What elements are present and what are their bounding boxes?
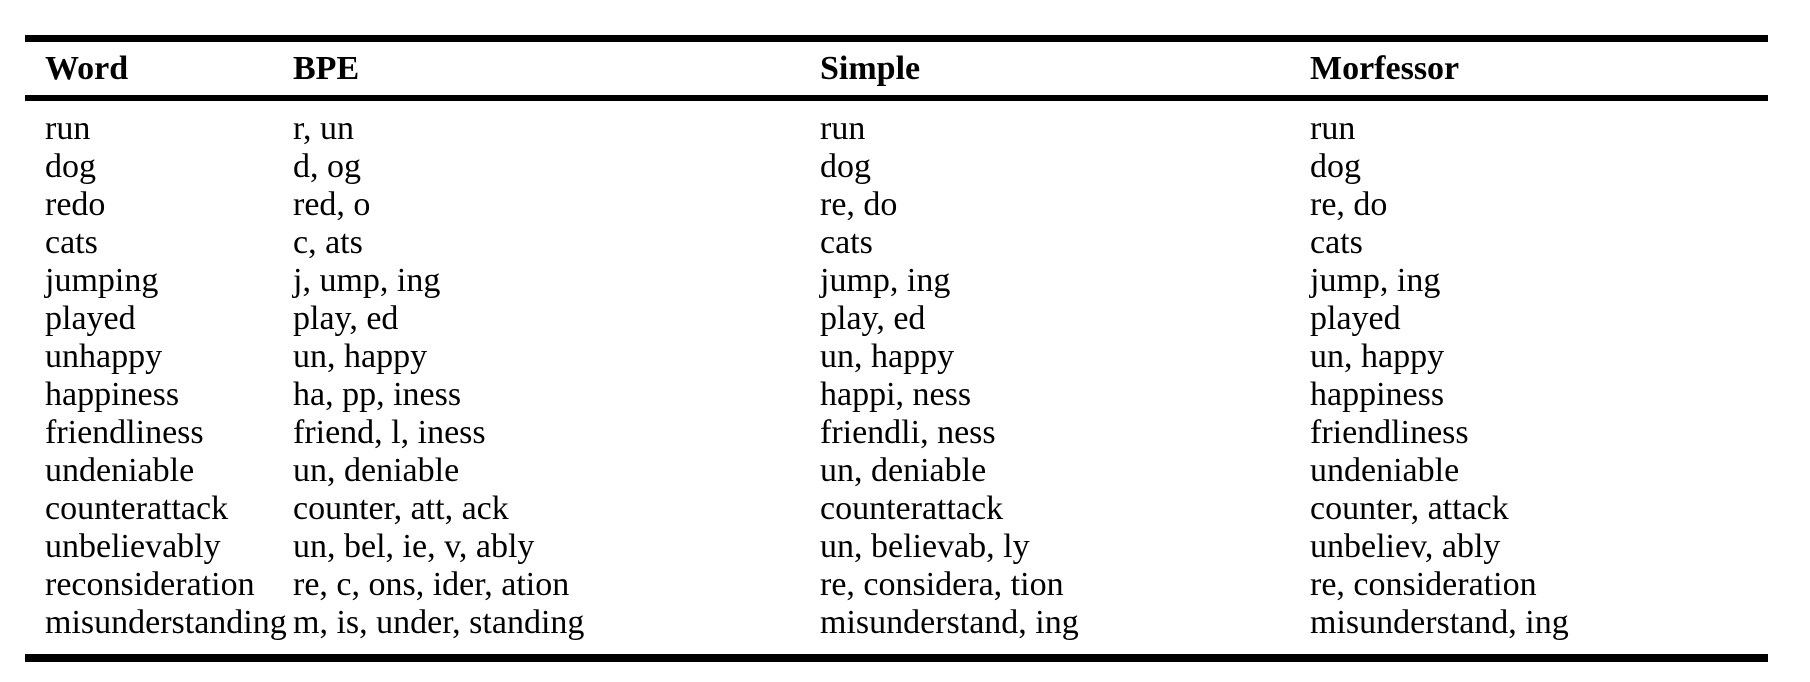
table-row: unhappy un, happy un, happy un, happy (25, 338, 1768, 376)
cell-morfessor: played (1310, 300, 1401, 337)
cell-bpe: friend, l, iness (293, 414, 486, 451)
cell-simple: un, believab, ly (820, 528, 1030, 565)
table-row: cats c, ats cats cats (25, 224, 1768, 262)
cell-bpe: ha, pp, iness (293, 376, 462, 413)
cell-bpe: d, og (293, 148, 361, 185)
cell-bpe: red, o (293, 186, 371, 223)
cell-morfessor: re, do (1310, 186, 1388, 223)
cell-word: cats (45, 224, 98, 261)
cell-simple: happi, ness (820, 376, 972, 413)
cell-simple: re, considera, tion (820, 566, 1064, 603)
cell-simple: run (820, 110, 866, 147)
cell-simple: cats (820, 224, 873, 261)
cell-bpe: m, is, under, standing (293, 604, 585, 641)
cell-simple: play, ed (820, 300, 926, 337)
cell-word: reconsideration (45, 566, 255, 603)
cell-word: friendliness (45, 414, 204, 451)
cell-simple: counterattack (820, 490, 1004, 527)
table-row: redo red, o re, do re, do (25, 186, 1768, 224)
column-header-morfessor: Morfessor (1310, 49, 1460, 87)
header-row: Word BPE Simple Morfessor (25, 39, 1768, 98)
cell-simple: jump, ing (820, 262, 951, 299)
cell-bpe: un, happy (293, 338, 428, 375)
table-row: jumping j, ump, ing jump, ing jump, ing (25, 262, 1768, 300)
table-row: dog d, og dog dog (25, 148, 1768, 186)
column-header-simple: Simple (820, 49, 921, 87)
cell-word: unbelievably (45, 528, 221, 565)
table-row: undeniable un, deniable un, deniable undeni… (25, 452, 1768, 490)
cell-morfessor: dog (1310, 148, 1361, 185)
cell-simple: un, happy (820, 338, 955, 375)
table-row: run r, un run run (25, 98, 1768, 148)
table-row: unbelievably un, bel, ie, v, ably un, beli… (25, 528, 1768, 566)
cell-word: happiness (45, 376, 180, 413)
cell-morfessor: misunderstand, ing (1310, 604, 1569, 641)
cell-morfessor: counter, attack (1310, 490, 1509, 527)
cell-word: run (45, 110, 91, 147)
cell-word: dog (45, 148, 96, 185)
table-row: happiness ha, pp, iness happi, ness happine… (25, 376, 1768, 414)
cell-bpe: counter, att, ack (293, 490, 509, 527)
cell-bpe: r, un (293, 110, 354, 147)
column-header-bpe: BPE (293, 49, 360, 87)
table-row: reconsideration re, c, ons, ider, ation re… (25, 566, 1768, 604)
cell-bpe: j, ump, ing (293, 262, 441, 299)
cell-word: undeniable (45, 452, 195, 489)
cell-morfessor: re, consideration (1310, 566, 1537, 603)
cell-morfessor: un, happy (1310, 338, 1445, 375)
cell-morfessor: happiness (1310, 376, 1445, 413)
cell-bpe: un, bel, ie, v, ably (293, 528, 535, 565)
cell-morfessor: cats (1310, 224, 1363, 261)
cell-simple: misunderstand, ing (820, 604, 1079, 641)
cell-word: counterattack (45, 490, 229, 527)
cell-bpe: un, deniable (293, 452, 460, 489)
cell-word: misunderstanding (45, 604, 287, 641)
cell-morfessor: jump, ing (1310, 262, 1441, 299)
cell-morfessor: run (1310, 110, 1356, 147)
cell-word: jumping (45, 262, 159, 299)
cell-word: redo (45, 186, 106, 223)
cell-morfessor: undeniable (1310, 452, 1460, 489)
table-row: counterattack counter, att, ack counteratt… (25, 490, 1768, 528)
cell-simple: dog (820, 148, 871, 185)
table-header: Word BPE Simple Morfessor (25, 39, 1768, 98)
cell-bpe: re, c, ons, ider, ation (293, 566, 570, 603)
table-row: played play, ed play, ed played (25, 300, 1768, 338)
cell-simple: friendli, ness (820, 414, 996, 451)
cell-simple: re, do (820, 186, 898, 223)
cell-word: played (45, 300, 136, 337)
cell-word: unhappy (45, 338, 163, 375)
cell-simple: un, deniable (820, 452, 987, 489)
cell-morfessor: friendliness (1310, 414, 1469, 451)
cell-bpe: play, ed (293, 300, 399, 337)
cell-morfessor: unbeliev, ably (1310, 528, 1501, 565)
table-row: friendliness friend, l, iness friendli, ne… (25, 414, 1768, 452)
cell-bpe: c, ats (293, 224, 363, 261)
column-header-word: Word (45, 49, 129, 87)
